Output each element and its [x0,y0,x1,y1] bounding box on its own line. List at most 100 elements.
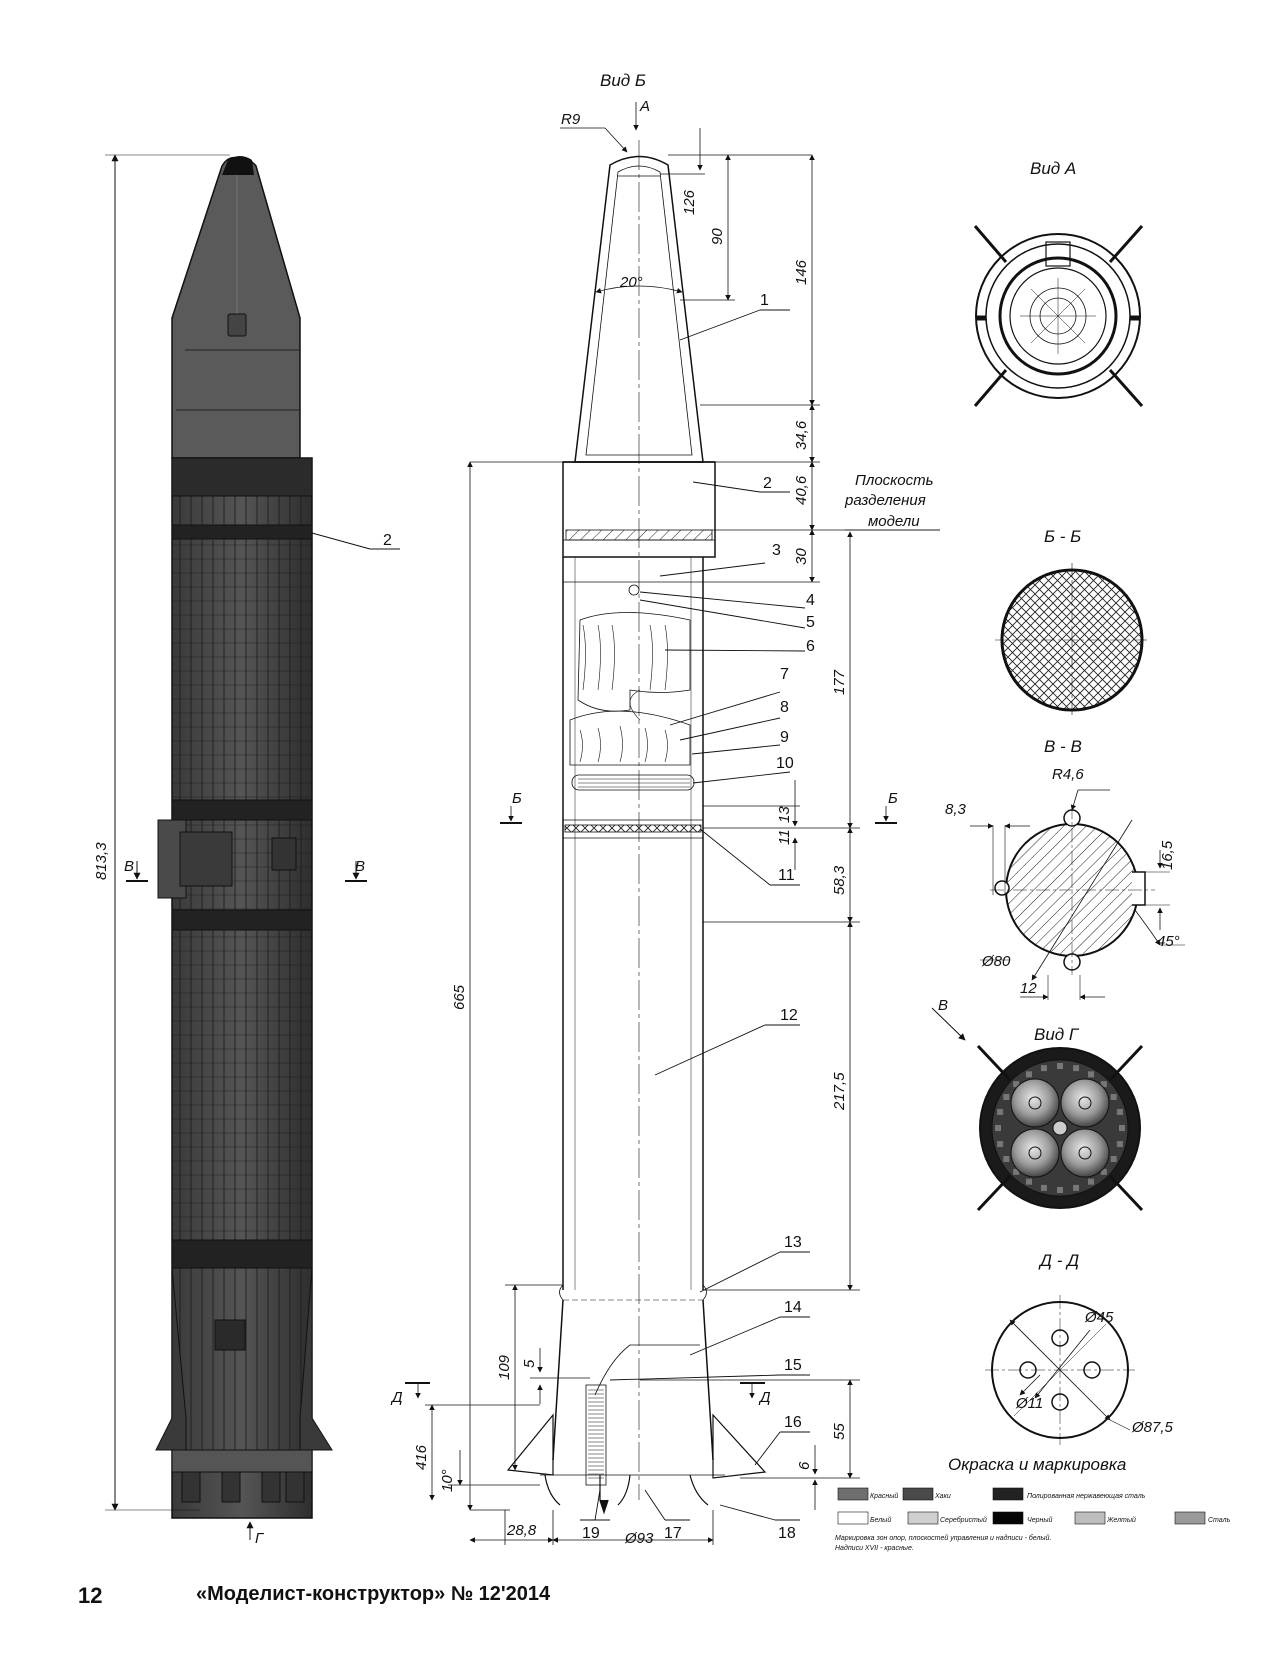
callout-16: 16 [784,1414,802,1431]
page-number: 12 [78,1583,103,1608]
legend-swatch [992,1487,1024,1501]
marker-b-left: Б [512,790,522,807]
legend-title: Окраска и маркировка [948,1455,1126,1474]
callout-10: 10 [776,755,794,772]
legend-label-5: Черный [1027,1516,1053,1524]
arrow-a-label: А [639,98,650,115]
section-vv-title: В - В [1044,737,1082,756]
view-b-title: Вид Б [600,71,646,90]
legend-swatch [902,1487,934,1501]
dim-d11: Ø11 [1015,1395,1043,1412]
dim-45deg: 45° [1157,933,1180,950]
callout-8: 8 [780,699,789,716]
callout-15: 15 [784,1357,802,1374]
rocket-section-view [506,140,767,1515]
marker-d-left: Д [390,1389,403,1406]
callout-6: 6 [806,638,815,655]
callout-leaders [580,309,810,1521]
dim-217-5: 217,5 [831,1072,848,1111]
marker-g: Г [255,1530,265,1547]
callout-5: 5 [806,614,815,631]
legend-swatch [907,1511,939,1525]
callout-14: 14 [784,1299,802,1316]
dim-109: 109 [496,1354,513,1380]
marker-v-right: В [355,858,365,875]
dim-d87-5: Ø87,5 [1131,1419,1174,1436]
dim-8-3: 8,3 [945,801,967,818]
view-g-title: Вид Г [1034,1025,1080,1044]
dim-11: 11 [776,829,793,845]
callout-12: 12 [780,1007,798,1024]
dim-416: 416 [413,1444,430,1470]
dim-40-6: 40,6 [793,475,810,505]
callout-11: 11 [778,867,795,884]
legend-swatch [1174,1511,1206,1525]
callout-1: 1 [760,292,769,309]
view-g [976,1044,1144,1212]
legend-swatch [837,1511,869,1525]
dim-146: 146 [793,259,810,285]
dim-665: 665 [451,984,468,1010]
dim-r9: R9 [561,111,581,128]
marker-b-right: Б [888,790,898,807]
dim-10deg: 10° [439,1469,456,1492]
callout-13: 13 [784,1234,802,1251]
separation-plane-line1: Плоскость [855,472,934,489]
dim-5: 5 [521,1359,538,1368]
drawing-labels: Вид Б А R9 Вид А Б - Б В - В Вид Г Д - Д… [93,71,1231,1552]
marker-d-right: Д [758,1389,771,1406]
dim-55: 55 [831,1423,848,1440]
marker-v-view: В [938,997,948,1014]
legend-label-4: Серебристый [940,1516,987,1524]
dim-16-5: 16,5 [1159,840,1176,870]
section-bb-title: Б - Б [1044,527,1081,546]
callout-3: 3 [772,542,781,559]
view-a-title: Вид А [1030,159,1076,178]
separation-plane-line3: модели [868,513,920,530]
center-dimensions [405,102,940,1545]
dim-177: 177 [831,669,848,695]
legend-label-6: Желтый [1106,1516,1136,1524]
view-a [973,225,1144,407]
legend-label-3: Белый [870,1516,891,1524]
section-dd [985,1295,1135,1445]
dim-58-3: 58,3 [831,865,848,895]
callout-18: 18 [778,1525,796,1542]
dim-28-8: 28,8 [506,1522,537,1539]
callout-4: 4 [806,592,815,609]
callout-2-left: 2 [383,532,392,549]
dim-13: 13 [776,806,793,823]
callout-2: 2 [763,475,772,492]
dim-30: 30 [793,548,810,565]
legend-note-2: Надписи ХVII - красные. [835,1544,914,1552]
section-dd-title: Д - Д [1038,1251,1079,1270]
callout-19: 19 [582,1525,600,1542]
dim-90: 90 [709,228,726,245]
callout-9: 9 [780,729,789,746]
legend-label-1: Хаки [934,1493,951,1500]
legend-swatch [837,1487,869,1501]
callout-17: 17 [664,1525,682,1542]
magazine-title: «Моделист-конструктор» № 12'2014 [196,1583,551,1605]
separation-plane-line2: разделения [844,492,926,509]
dim-34-6: 34,6 [793,420,810,450]
dim-d45: Ø45 [1084,1309,1114,1326]
section-bb [995,563,1150,718]
marker-v-left: В [124,858,134,875]
dim-d80: Ø80 [981,953,1011,970]
dim-12: 12 [1020,980,1037,997]
legend-note-1: Маркировка зон опор, плоскостей управлен… [835,1534,1051,1542]
legend-label-2: Полированная нержавеющая сталь [1027,1493,1146,1500]
legend-label-0: Красный [870,1492,898,1500]
legend-swatch [992,1511,1024,1525]
rocket-side-view [105,154,400,1540]
dim-r4-6: R4,6 [1052,766,1084,783]
callout-7: 7 [780,666,789,683]
dim-angle20: 20° [619,274,643,291]
section-vv [931,789,1185,1041]
legend-swatches [837,1487,1206,1525]
dim-126: 126 [681,189,698,215]
legend-label-7: Сталь [1208,1517,1231,1524]
